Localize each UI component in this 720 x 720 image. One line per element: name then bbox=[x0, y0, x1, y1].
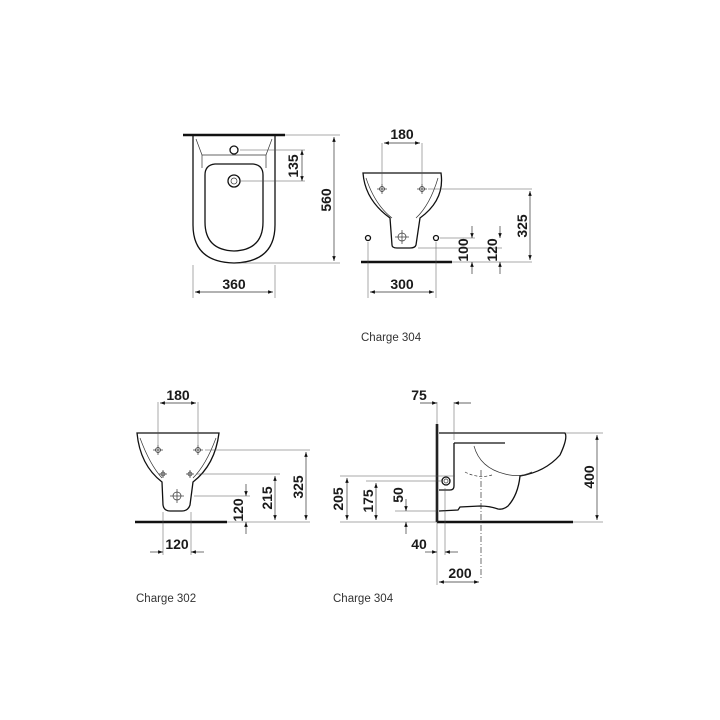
dim-300: 300 bbox=[390, 276, 414, 292]
caption-bottom-charge-304: Charge 304 bbox=[333, 593, 394, 605]
top-view-bidet bbox=[183, 133, 340, 298]
front-view-302 bbox=[135, 401, 310, 555]
dim-180-bottom: 180 bbox=[166, 387, 190, 403]
dim-175: 175 bbox=[360, 489, 376, 513]
dim-120-outlet: 120 bbox=[165, 536, 189, 552]
dim-135: 135 bbox=[285, 154, 301, 178]
dim-205: 205 bbox=[330, 487, 346, 511]
dim-50: 50 bbox=[390, 487, 406, 503]
dim-215: 215 bbox=[259, 486, 275, 510]
dim-200: 200 bbox=[448, 565, 472, 581]
dim-360: 360 bbox=[222, 276, 246, 292]
dim-75: 75 bbox=[411, 387, 427, 403]
dim-400: 400 bbox=[581, 465, 597, 489]
front-view-304 bbox=[361, 141, 532, 298]
dim-180-top: 180 bbox=[390, 126, 414, 142]
dim-120-bottom: 120 bbox=[230, 498, 246, 522]
dim-560: 560 bbox=[318, 188, 334, 212]
caption-top-charge-304: Charge 304 bbox=[361, 332, 422, 344]
caption-bottom-charge-302: Charge 302 bbox=[136, 593, 197, 605]
dim-40: 40 bbox=[411, 536, 427, 552]
dim-325-top: 325 bbox=[514, 214, 530, 238]
dim-120-top: 120 bbox=[484, 238, 500, 262]
dim-325-bottom: 325 bbox=[290, 475, 306, 499]
side-view-304 bbox=[340, 401, 603, 585]
dim-100: 100 bbox=[455, 238, 471, 262]
